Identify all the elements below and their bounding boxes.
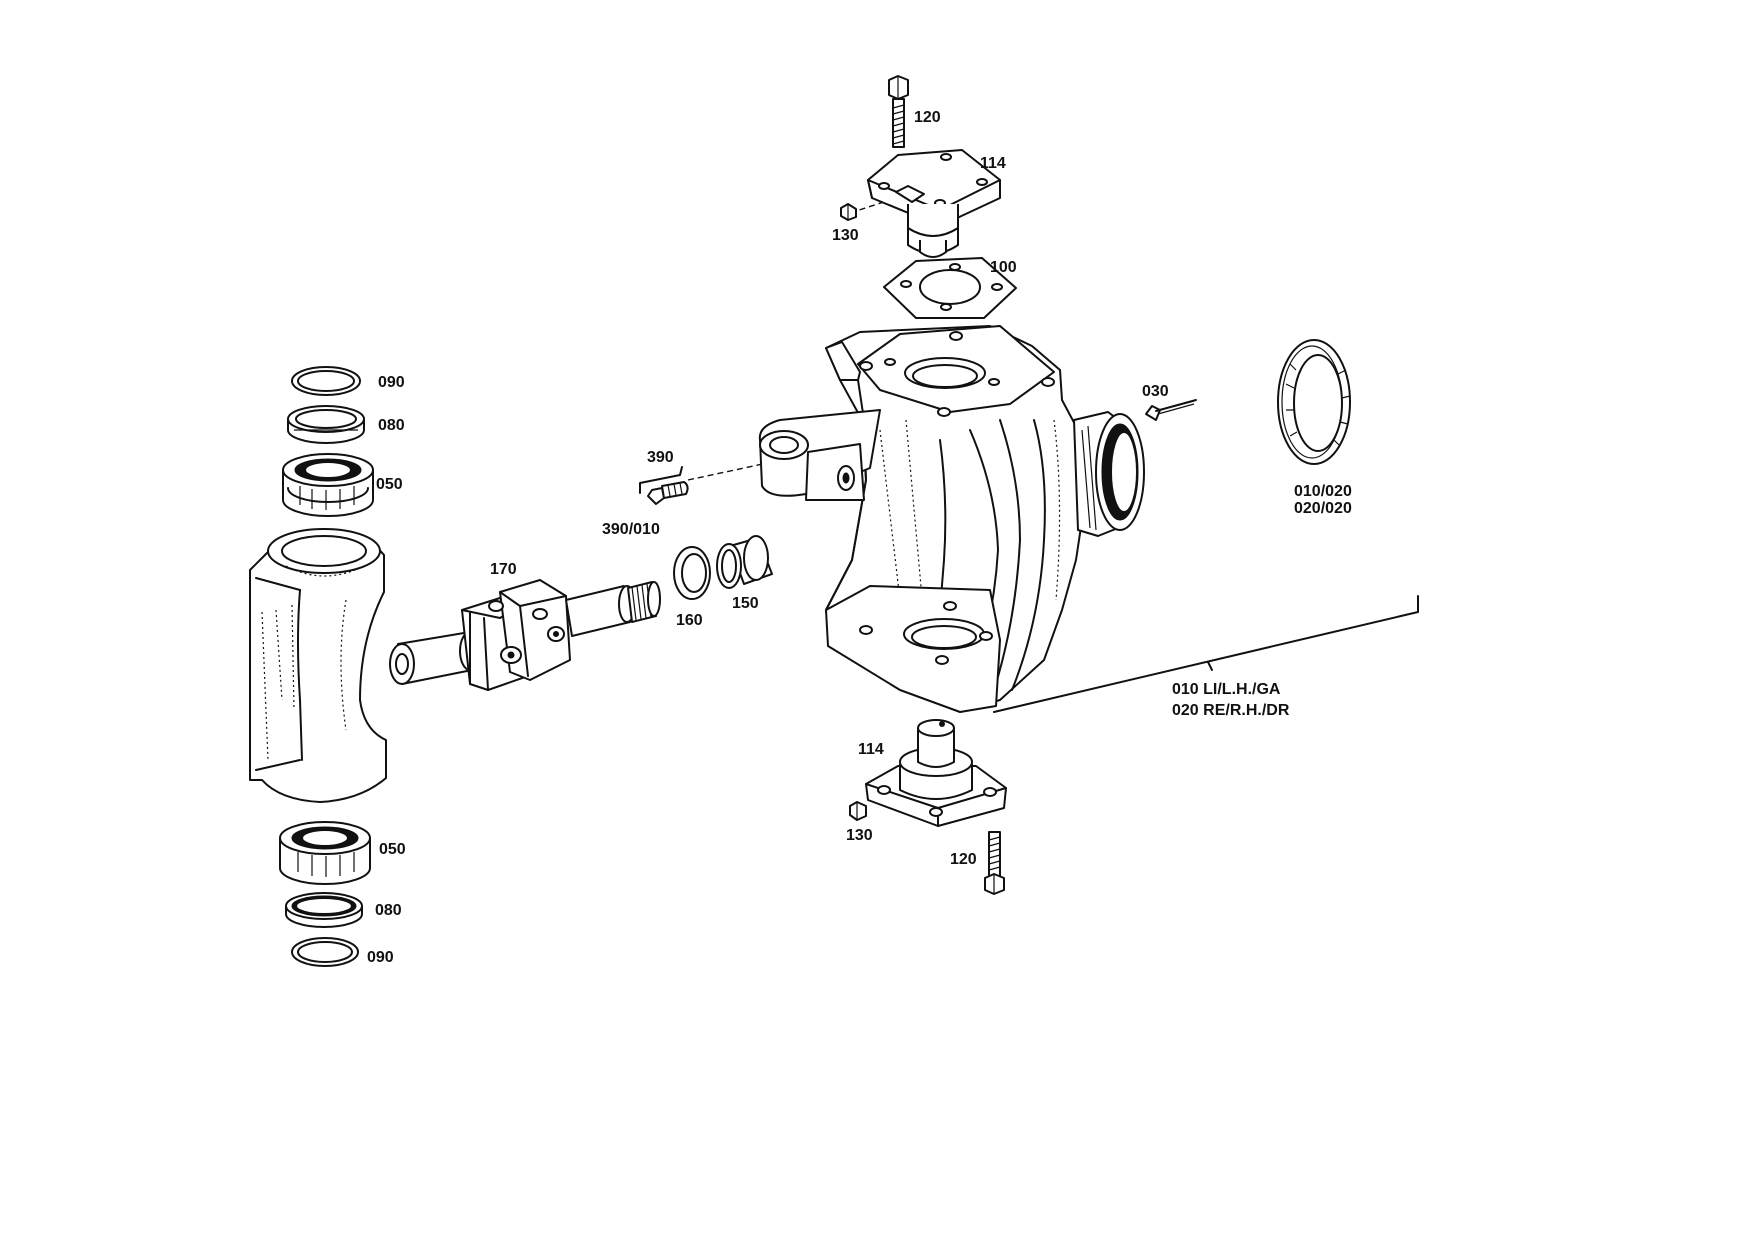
label-nipple-130-top: 130 (832, 227, 859, 244)
label-knuckle-020: 020 RE/R.H./DR (1172, 702, 1290, 719)
label-nipple-130-bottom: 130 (846, 827, 873, 844)
ring-nut-010-020 (1277, 339, 1351, 465)
valve-390 (647, 481, 689, 505)
ring-090-top (291, 366, 361, 396)
ring-080-bottom (285, 892, 363, 928)
bearing-050-top (282, 453, 374, 517)
bolt-120-bottom (984, 831, 1005, 895)
joint-shaft-170 (389, 579, 661, 691)
ring-090-bottom (291, 937, 359, 967)
label-bolt-120-top: 120 (914, 109, 941, 126)
label-knuckle-010: 010 LI/L.H./GA (1172, 681, 1281, 698)
part-labels: 120 114 130 100 090 080 050 030 390 390/… (367, 109, 1352, 966)
ring-080-top (287, 405, 365, 444)
nipple-130-bottom (849, 801, 867, 821)
bushing-150 (716, 535, 773, 589)
label-valve-390: 390 (647, 449, 674, 466)
label-gasket-100: 100 (990, 259, 1017, 276)
label-ring-090-bottom: 090 (367, 949, 394, 966)
label-ring-nut-2: 020/020 (1294, 500, 1352, 517)
label-ring-nut-1: 010/020 (1294, 483, 1352, 500)
exploded-parts-diagram: 120 114 130 100 090 080 050 030 390 390/… (249, 75, 1419, 967)
label-valve-390-010: 390/010 (602, 521, 660, 538)
label-bearing-050-top: 050 (376, 476, 403, 493)
sensor-030 (1145, 399, 1197, 421)
steering-knuckle (758, 325, 1145, 713)
label-cover-114-bottom: 114 (858, 741, 884, 758)
bolt-120-top (888, 75, 909, 148)
bearing-050-bottom (279, 821, 371, 885)
label-ring-090-top: 090 (378, 374, 405, 391)
label-cover-114-top: 114 (980, 155, 1006, 172)
label-ring-080-bottom: 080 (375, 902, 402, 919)
label-ring-080-top: 080 (378, 417, 405, 434)
cover-114-bottom (865, 719, 1007, 827)
nipple-130-top (840, 203, 857, 221)
label-seal-160: 160 (676, 612, 703, 629)
label-joint-shaft-170: 170 (490, 561, 517, 578)
gasket-100 (883, 257, 1017, 319)
label-bearing-050-bottom: 050 (379, 841, 406, 858)
label-bushing-150: 150 (732, 595, 759, 612)
seal-160 (673, 546, 711, 600)
label-sensor-030: 030 (1142, 383, 1169, 400)
axle-housing (249, 528, 387, 803)
label-bolt-120-bottom: 120 (950, 851, 977, 868)
cover-114-top (867, 149, 1001, 258)
